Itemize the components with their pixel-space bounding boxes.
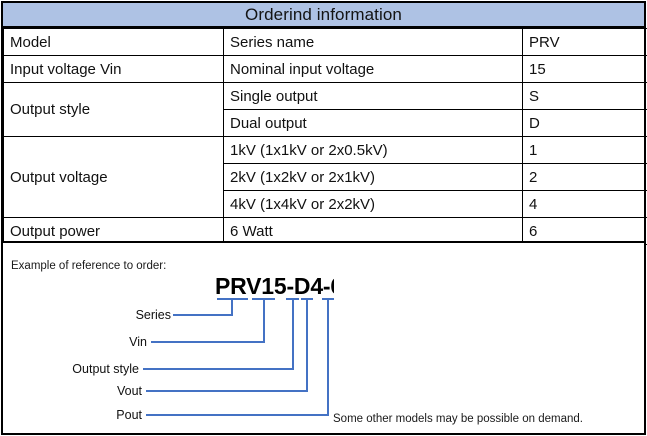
table-row: Input voltage Vin Nominal input voltage … <box>3 55 647 83</box>
cell-code: 4 <box>522 190 647 218</box>
cell-code: 1 <box>522 136 647 164</box>
cell-code: D <box>522 109 647 137</box>
cell-code: PRV <box>522 28 647 56</box>
cell-parameter: Output voltage <box>3 136 224 218</box>
table-row: Output voltage 1kV (1x1kV or 2x0.5kV) 1 <box>3 136 647 218</box>
cell-description: Nominal input voltage <box>223 55 523 83</box>
example-model-code: PRV15-D4-6 <box>215 273 334 299</box>
cell-description: Series name <box>223 28 523 56</box>
cell-code: 15 <box>522 55 647 83</box>
example-reference-section: Example of reference to order: PRV15-D4-… <box>3 241 644 433</box>
leader-series <box>173 299 233 316</box>
cell-description: 4kV (1x4kV or 2x2kV) <box>223 190 523 218</box>
cell-code: 2 <box>522 163 647 191</box>
cell-code: S <box>522 82 647 110</box>
label-vin: Vin <box>129 335 147 349</box>
cell-description: 2kV (1x2kV or 2x1kV) <box>223 163 523 191</box>
label-output-style: Output style <box>72 362 139 376</box>
cell-description: 1kV (1x1kV or 2x0.5kV) <box>223 136 523 164</box>
example-caption: Example of reference to order: <box>11 260 167 272</box>
ordering-code-table: Model Series name PRV Input voltage Vin … <box>3 28 647 245</box>
table-row: Output style Single output S <box>3 82 647 137</box>
page-title: Orderind information <box>245 5 402 24</box>
cell-parameter: Output power <box>3 217 224 245</box>
table-row: Model Series name PRV <box>3 28 647 56</box>
cell-description: Dual output <box>223 109 523 137</box>
label-pout: Pout <box>116 408 142 422</box>
label-series: Series <box>135 308 171 322</box>
leader-pout <box>146 299 329 416</box>
label-vout: Vout <box>116 384 142 398</box>
example-footnote: Some other models may be possible on dem… <box>333 413 583 425</box>
cell-parameter: Output style <box>3 82 224 137</box>
cell-parameter: Model <box>3 28 224 56</box>
table-title-band: Orderind information <box>3 3 644 28</box>
cell-description: Single output <box>223 82 523 110</box>
cell-parameter: Input voltage Vin <box>3 55 224 83</box>
model-code-clip: PRV15-D4-6 <box>215 273 334 299</box>
